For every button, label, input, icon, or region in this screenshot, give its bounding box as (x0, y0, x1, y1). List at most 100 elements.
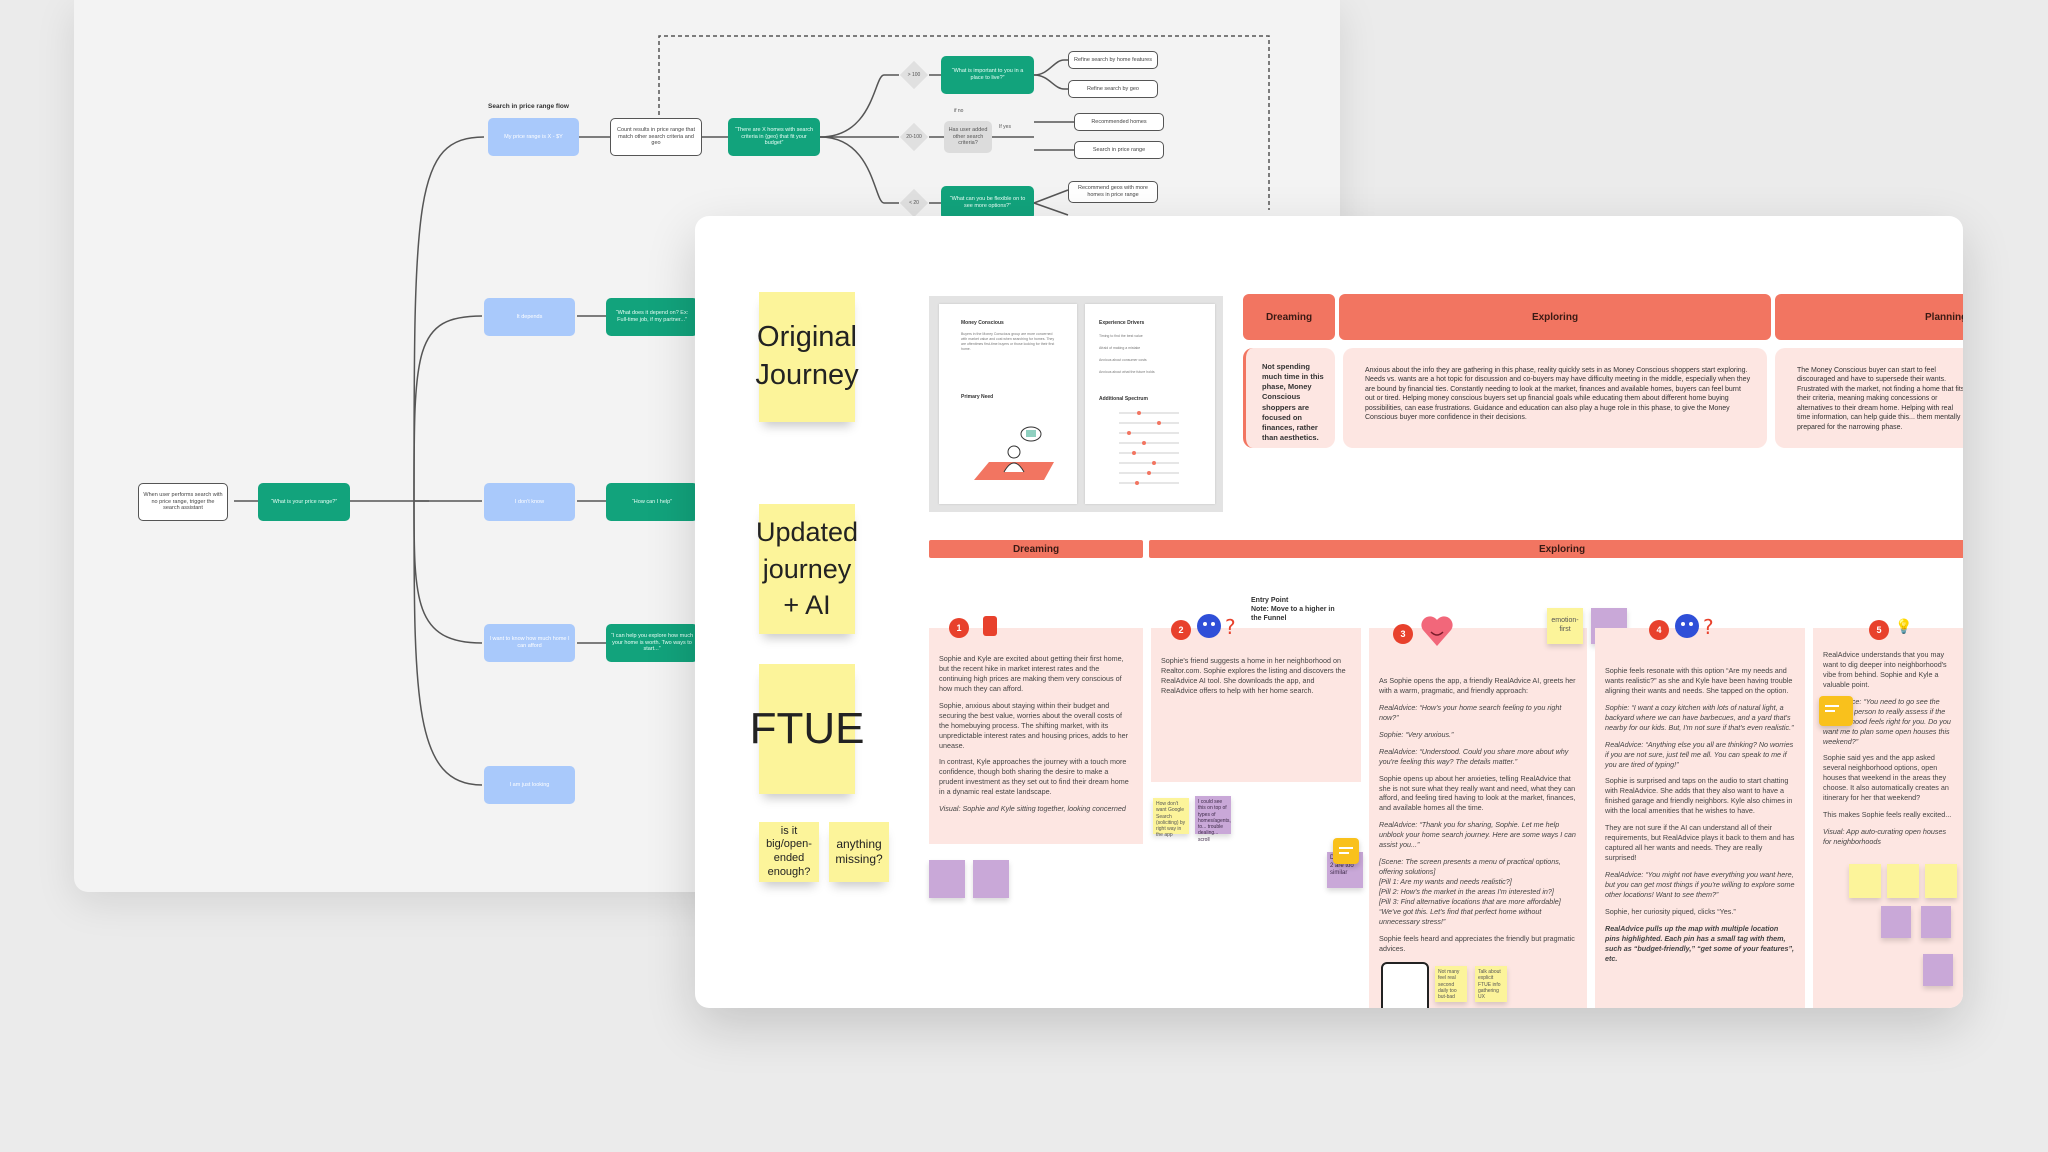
col-text: Sophie said yes and the app asked severa… (1823, 753, 1953, 803)
persona-doc-left: Money Conscious Buyers in the Money Cons… (939, 304, 1077, 504)
note-sticky[interactable] (1887, 864, 1919, 898)
note-sticky[interactable] (973, 860, 1009, 898)
persona-right-subtitle: Additional Spectrum (1099, 396, 1148, 402)
results-node[interactable]: “There are X homes with search criteria … (728, 118, 820, 156)
col-text: Sophie feels heard and appreciates the f… (1379, 934, 1577, 954)
if-no-label: if no (954, 108, 963, 114)
worried-face-icon: ? (1673, 612, 1719, 642)
answer-node[interactable]: I don't know (484, 483, 575, 521)
note-sticky[interactable] (929, 860, 965, 898)
diamond-label: < 20 (899, 200, 929, 206)
answer-node[interactable]: It depends (484, 298, 575, 336)
question-sticky[interactable]: is it big/open-ended enough? (759, 822, 819, 882)
comment-icon[interactable] (1819, 696, 1853, 726)
heart-face-icon (1419, 614, 1455, 648)
persona-right-title: Experience Drivers (1099, 320, 1144, 326)
driver-item: Afraid of making a mistake (1099, 346, 1140, 350)
answer-node[interactable]: I am just looking (484, 766, 575, 804)
important-question-node[interactable]: “What is important to you in a place to … (941, 56, 1034, 94)
col-text: Sophie opens up about her anxieties, tel… (1379, 774, 1577, 814)
col-text: Visual: Sophie and Kyle sitting together… (939, 804, 1133, 814)
note-sticky[interactable]: Talk about explicit FTUE info gathering … (1475, 966, 1507, 1002)
col-text: RealAdvice: “How's your home search feel… (1379, 703, 1577, 723)
note-sticky[interactable] (1921, 906, 1951, 938)
question-node[interactable]: “What is your price range?” (258, 483, 350, 521)
outcome-node[interactable]: Recommend geos with more homes in price … (1068, 181, 1158, 203)
dreaming-card: Not spending much time in this phase, Mo… (1243, 348, 1335, 448)
reply-node[interactable]: “I can help you explore how much your ho… (606, 624, 698, 662)
planning-card: The Money Conscious buyer can start to f… (1775, 348, 1963, 448)
persona-title: Money Conscious (961, 320, 1004, 326)
col-text: RealAdvice: “You might not have everythi… (1605, 870, 1795, 900)
ftue-sticky[interactable]: FTUE (759, 664, 855, 794)
col-text: [Scene: The screen presents a menu of pr… (1379, 857, 1577, 927)
updated-journey-sticky[interactable]: Updated journey + AI (759, 504, 855, 634)
step-number: 2 (1171, 620, 1191, 640)
count-node[interactable]: Count results in price range that match … (610, 118, 702, 156)
lightbulb-icon: 💡 (1895, 618, 1912, 635)
step-number: 1 (949, 618, 969, 638)
note-sticky[interactable] (1923, 954, 1953, 986)
answer-node[interactable]: My price range is X - $Y (488, 118, 579, 156)
col-text: RealAdvice understands that you may want… (1823, 650, 1953, 690)
col-text: Sophie is surprised and taps on the audi… (1605, 776, 1795, 816)
journey-column-5: RealAdvice understands that you may want… (1813, 628, 1963, 1008)
entry-point-note: Entry Point Note: Move to a higher in th… (1251, 596, 1341, 623)
persona-doc-right: Experience Drivers Timing to find the be… (1085, 304, 1215, 504)
if-yes-label: If yes (999, 124, 1011, 130)
svg-text:?: ? (1703, 615, 1714, 639)
outcome-node[interactable]: Refine search by home features (1068, 51, 1158, 69)
outcome-node[interactable]: Search in price range (1074, 141, 1164, 159)
reply-node[interactable]: “How can I help” (606, 483, 698, 521)
note-sticky[interactable] (1881, 906, 1911, 938)
col-text: Sophie: “Very anxious.” (1379, 730, 1577, 740)
step-number: 4 (1649, 620, 1669, 640)
persona-illustration (969, 422, 1059, 484)
outcome-node[interactable]: Recommended homes (1074, 113, 1164, 131)
journey-column-2: Sophie's friend suggests a home in her n… (1151, 628, 1361, 782)
col-text: In contrast, Kyle approaches the journey… (939, 757, 1133, 797)
col-text: RealAdvice: “Thank you for sharing, Soph… (1379, 820, 1577, 850)
journey-column-4: Sophie feels resonate with this option “… (1595, 628, 1805, 1008)
phone-mockup (1381, 962, 1429, 1008)
journey-column-3: As Sophie opens the app, a friendly Real… (1369, 628, 1587, 1008)
outcome-node[interactable]: Refine search by geo (1068, 80, 1158, 98)
comment-icon[interactable] (1333, 838, 1359, 864)
phase-header-dreaming: Dreaming (1243, 294, 1335, 340)
journey-column-1: Sophie and Kyle are excited about gettin… (929, 628, 1143, 844)
col-text: This makes Sophie feels really excited..… (1823, 810, 1953, 820)
flexible-question-node[interactable]: “What can you be flexible on to see more… (941, 186, 1034, 220)
diamond-label: 20-100 (899, 134, 929, 140)
diamond-label: > 100 (899, 72, 929, 78)
flow-title: Search in price range flow (488, 103, 569, 110)
note-sticky[interactable] (1925, 864, 1957, 898)
answer-node[interactable]: I want to know how much home I can affor… (484, 624, 575, 662)
note-sticky[interactable] (1849, 864, 1881, 898)
start-node[interactable]: When user performs search with no price … (138, 483, 228, 521)
note-sticky[interactable]: Not many feel real second daily too but-… (1435, 966, 1467, 1002)
note-sticky[interactable]: I could see this on top of types of home… (1195, 796, 1231, 834)
updated-header-exploring: Exploring (1149, 540, 1963, 558)
col-text: Visual: App auto-curating open houses fo… (1823, 827, 1953, 847)
svg-text:?: ? (1225, 615, 1236, 639)
question-sticky[interactable]: anything missing? (829, 822, 889, 882)
note-sticky[interactable]: emotion-first (1547, 608, 1583, 644)
original-journey-sticky[interactable]: Original Journey (759, 292, 855, 422)
phase-header-planning: Planning (1775, 294, 1963, 340)
exploring-card: Anxious about the info they are gatherin… (1343, 348, 1767, 448)
col-text: RealAdvice pulls up the map with multipl… (1605, 924, 1795, 964)
persona-subtitle: Primary Need (961, 394, 993, 400)
driver-item: Anxious about what the future holds (1099, 370, 1155, 374)
persona-text: Buyers in the Money Conscious group are … (961, 332, 1055, 352)
col-text: Sophie's friend suggests a home in her n… (1161, 656, 1351, 696)
note-sticky[interactable]: How don't want Google Search (soliciting… (1153, 798, 1189, 834)
col-text: Sophie feels resonate with this option “… (1605, 666, 1795, 696)
reply-node[interactable]: “What does it depend on? Ex: Full-time j… (606, 298, 698, 336)
criteria-check-node[interactable]: Has user added other search criteria? (944, 121, 992, 153)
step-number: 3 (1393, 624, 1413, 644)
col-text: Sophie: “I want a cozy kitchen with lots… (1605, 703, 1795, 733)
worried-face-icon: ? (1195, 612, 1241, 642)
step-number: 5 (1869, 620, 1889, 640)
col-text: As Sophie opens the app, a friendly Real… (1379, 676, 1577, 696)
col-text: Sophie and Kyle are excited about gettin… (939, 654, 1133, 694)
